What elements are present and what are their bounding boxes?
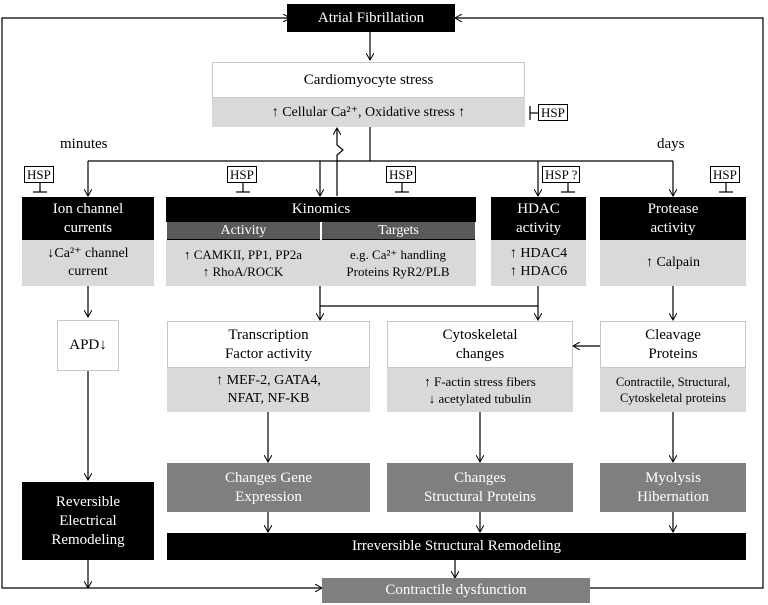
- cleavage-proteins-box: Cleavage Proteins: [600, 321, 746, 368]
- irreversible-structural-remodeling-box: Irreversible Structural Remodeling: [167, 533, 746, 560]
- cytoskeletal-changes-box: Cytoskeletal changes: [387, 321, 573, 368]
- hdac-activity-box: HDAC activity: [491, 197, 586, 240]
- ion-channel-sub: ↓Ca²⁺ channel current: [22, 240, 154, 286]
- transcription-factor-box: Transcription Factor activity: [167, 321, 370, 368]
- cleavage-proteins-sub: Contractile, Structural, Cytoskeletal pr…: [600, 368, 746, 412]
- kinomics-targets-sub: e.g. Ca²⁺ handling Proteins RyR2/PLB: [320, 240, 476, 286]
- cardiomyocyte-stress-sub: ↑ Cellular Ca²⁺, Oxidative stress ↑: [212, 98, 525, 127]
- protease-activity-box: Protease activity: [600, 197, 746, 240]
- kinomics-activity-sub: ↑ CAMKII, PP1, PP2a ↑ RhoA/ROCK: [166, 240, 320, 286]
- days-label: days: [657, 136, 685, 152]
- atrial-fibrillation-box: Atrial Fibrillation: [287, 4, 455, 32]
- cardiomyocyte-stress-box: Cardiomyocyte stress: [212, 62, 525, 98]
- kinomics-box: Kinomics: [166, 197, 476, 222]
- kinomics-targets-header: Targets: [322, 222, 475, 240]
- changes-structural-proteins-box: Changes Structural Proteins: [387, 463, 573, 512]
- minutes-label: minutes: [60, 136, 108, 152]
- cytoskeletal-changes-sub: ↑ F-actin stress fibers ↓ acetylated tub…: [387, 368, 573, 412]
- apd-box: APD↓: [57, 320, 119, 371]
- kinomics-activity-header: Activity: [167, 222, 320, 240]
- hsp-label-targets: HSP: [386, 166, 416, 183]
- changes-gene-expression-box: Changes Gene Expression: [167, 463, 370, 512]
- myolysis-hibernation-box: Myolysis Hibernation: [600, 463, 746, 512]
- hsp-label-hdac: HSP ?: [542, 166, 581, 183]
- contractile-dysfunction-box: Contractile dysfunction: [322, 578, 590, 603]
- hsp-label-protease: HSP: [710, 166, 740, 183]
- hsp-label-kinomics: HSP: [227, 166, 257, 183]
- transcription-factor-sub: ↑ MEF-2, GATA4, NFAT, NF-KB: [167, 368, 370, 412]
- reversible-electrical-remodeling-box: Reversible Electrical Remodeling: [22, 482, 154, 560]
- protease-activity-sub: ↑ Calpain: [600, 240, 746, 286]
- hsp-label-stress: HSP: [538, 104, 568, 121]
- hdac-activity-sub: ↑ HDAC4 ↑ HDAC6: [491, 240, 586, 286]
- ion-channel-box: Ion channel currents: [22, 197, 154, 240]
- hsp-label-ion: HSP: [24, 166, 54, 183]
